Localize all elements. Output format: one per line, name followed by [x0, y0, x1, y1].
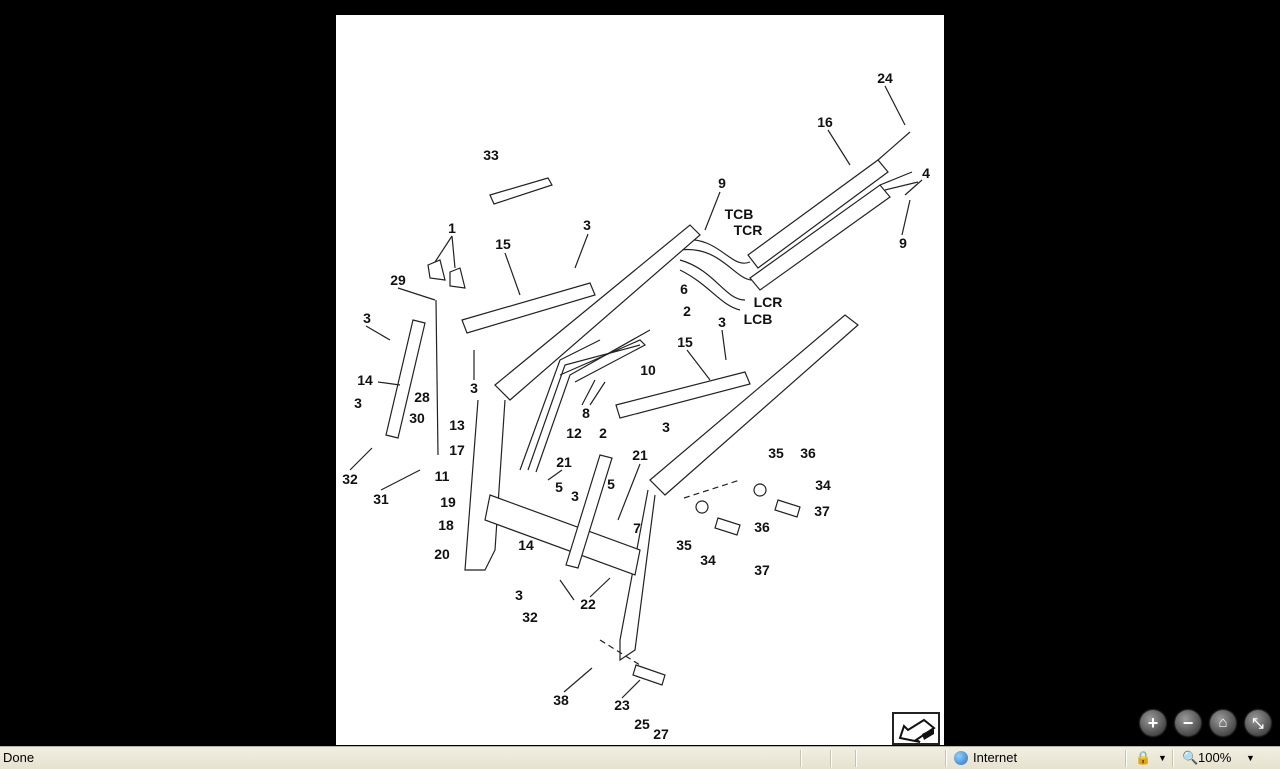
- divider: [855, 750, 857, 767]
- zoom-level[interactable]: 100%: [1198, 750, 1232, 765]
- magnifier-icon: 🔍: [1182, 750, 1199, 765]
- chevron-down-icon[interactable]: ▼: [1158, 753, 1167, 763]
- globe-icon: [954, 751, 968, 765]
- zoom-out-button[interactable]: −: [1175, 710, 1201, 736]
- status-text: Done: [3, 750, 35, 765]
- status-bar: Done Internet 🔒 ▼ 🔍 100% ▼: [0, 746, 1280, 769]
- divider: [1172, 750, 1174, 767]
- divider: [1125, 750, 1127, 767]
- zoom-dropdown-icon[interactable]: ▼: [1246, 753, 1255, 763]
- home-button[interactable]: ⌂: [1210, 710, 1236, 736]
- fit-page-button[interactable]: ⤡: [1245, 710, 1271, 736]
- diagram-page: [336, 15, 944, 745]
- divider: [945, 750, 947, 767]
- page-nav-button[interactable]: [892, 712, 940, 745]
- arrow-icon: [898, 718, 936, 743]
- divider: [800, 750, 802, 767]
- divider: [830, 750, 832, 767]
- zoom-in-button[interactable]: +: [1140, 710, 1166, 736]
- security-zone: Internet: [973, 750, 1018, 765]
- protected-mode-icon[interactable]: 🔒: [1135, 750, 1152, 765]
